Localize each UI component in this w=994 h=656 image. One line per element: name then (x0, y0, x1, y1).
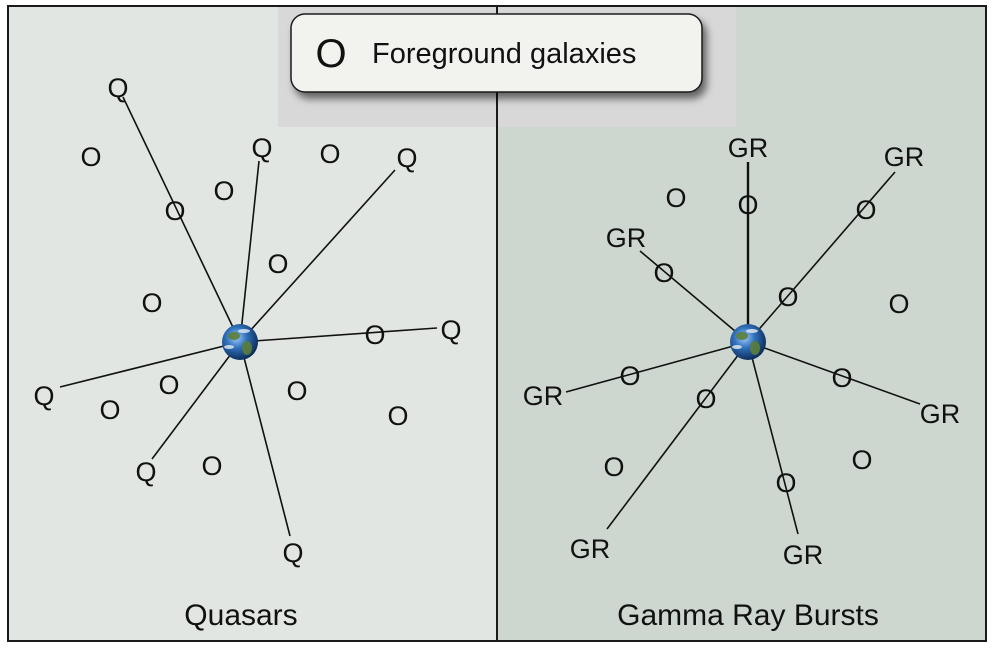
galaxy-symbol: O (831, 363, 852, 393)
galaxy-symbol: O (319, 139, 340, 169)
foreground-galaxies-left: O O O O O O O O O O O O (80, 139, 408, 481)
quasar-sight-lines (59, 96, 438, 537)
sight-line (122, 96, 241, 343)
galaxy-symbol: O (267, 249, 288, 279)
sight-line (747, 171, 896, 343)
galaxy-symbol: O (158, 370, 179, 400)
galaxy-symbol: O (603, 452, 624, 482)
quasars-panel-title: Quasars (184, 599, 297, 632)
grb-label: GR (570, 534, 611, 564)
grb-panel-title: Gamma Ray Bursts (617, 599, 879, 632)
grb-label: GR (728, 133, 769, 163)
galaxy-symbol: O (286, 376, 307, 406)
quasar-label: Q (33, 381, 54, 411)
grb-label: GR (606, 223, 647, 253)
grb-labels: GR GR GR GR GR GR GR (523, 133, 961, 570)
legend-box (290, 13, 703, 93)
quasar-label: Q (282, 538, 303, 568)
legend: O Foreground galaxies (290, 13, 703, 93)
legend-galaxy-symbol: O (315, 32, 346, 76)
galaxy-symbol: O (695, 384, 716, 414)
galaxy-symbol: O (387, 401, 408, 431)
sight-line (606, 341, 749, 530)
sight-line (239, 169, 396, 343)
galaxy-symbol: O (855, 195, 876, 225)
sight-line (151, 341, 241, 460)
sight-line (565, 341, 749, 393)
quasar-label: Q (107, 73, 128, 103)
grb-label: GR (783, 540, 824, 570)
galaxy-symbol: O (80, 142, 101, 172)
grb-sight-lines (565, 162, 921, 535)
galaxy-symbol: O (737, 190, 758, 220)
earth-icon (222, 324, 258, 360)
foreground-galaxies-right: O O O O O O O O O O O O (603, 183, 909, 498)
frame-border (7, 5, 987, 642)
galaxy-symbol: O (777, 282, 798, 312)
galaxy-symbol: O (213, 176, 234, 206)
legend-label: Foreground galaxies (372, 38, 636, 70)
galaxy-symbol: O (364, 320, 385, 350)
galaxy-symbol: O (665, 183, 686, 213)
galaxy-symbol: O (888, 289, 909, 319)
quasar-label: Q (440, 315, 461, 345)
quasar-label: Q (396, 143, 417, 173)
sight-line (747, 341, 921, 405)
galaxy-symbol: O (164, 196, 185, 226)
galaxy-symbol: O (619, 361, 640, 391)
galaxy-symbol: O (653, 258, 674, 288)
sight-line (239, 327, 438, 343)
sight-line (59, 341, 241, 388)
sight-line (239, 341, 291, 537)
earth-icon (730, 324, 766, 360)
galaxy-symbol: O (851, 445, 872, 475)
grb-label: GR (884, 142, 925, 172)
quasar-label: Q (251, 133, 272, 163)
grb-label: GR (920, 399, 961, 429)
sight-line (747, 341, 799, 535)
sight-line (639, 250, 749, 343)
sight-line (239, 160, 260, 343)
galaxy-symbol: O (99, 395, 120, 425)
galaxy-symbol: O (201, 451, 222, 481)
quasar-labels: Q Q Q Q Q Q Q (33, 73, 461, 568)
grb-label: GR (523, 381, 564, 411)
quasar-label: Q (135, 457, 156, 487)
galaxy-symbol: O (141, 288, 162, 318)
galaxy-symbol: O (775, 468, 796, 498)
